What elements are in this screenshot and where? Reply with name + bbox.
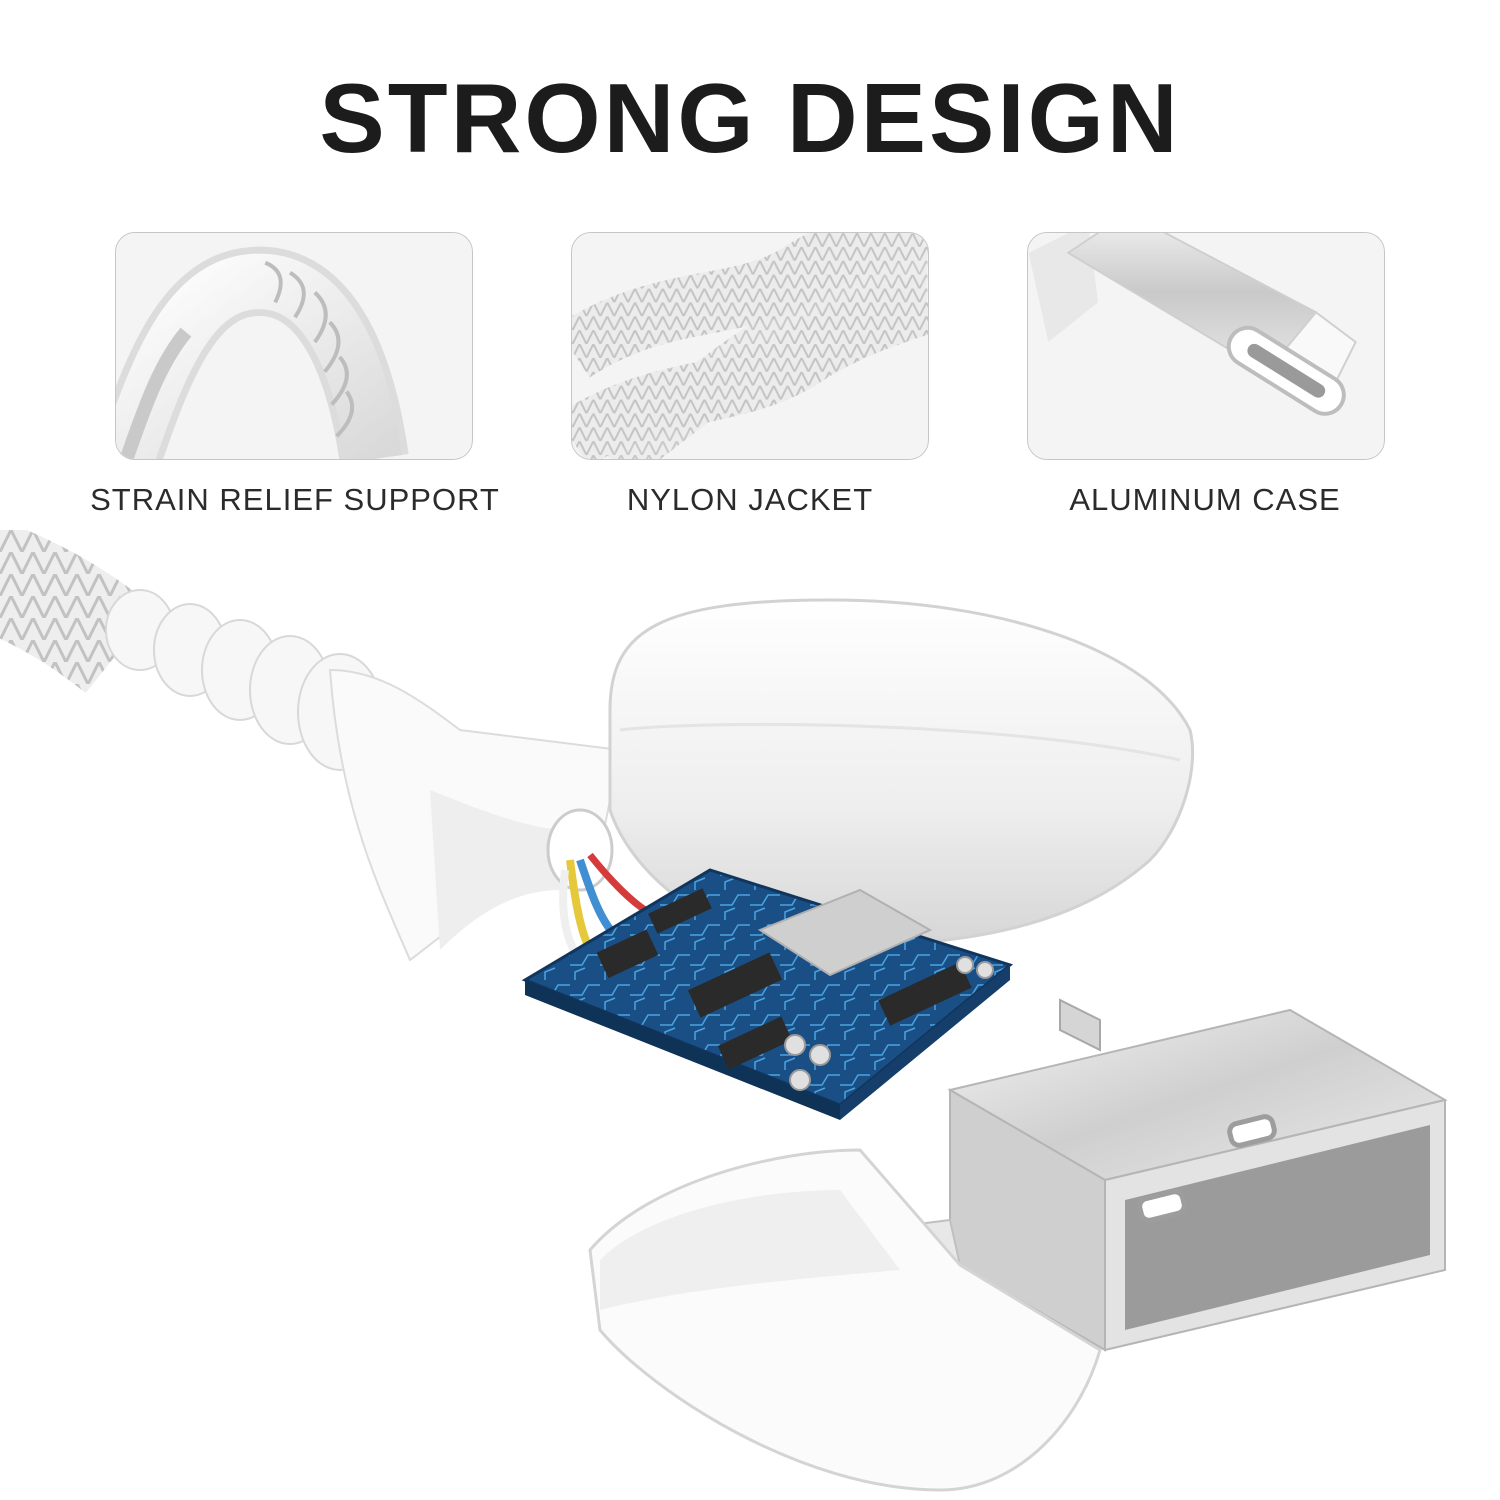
strain-relief-card: [115, 232, 473, 460]
usb-connector-exploded-view-image: [0, 530, 1448, 1492]
aluminum-case-label: ALUMINUM CASE: [1069, 482, 1341, 517]
strain-relief-label: STRAIN RELIEF SUPPORT: [90, 482, 500, 517]
strain-relief-image: [116, 233, 472, 459]
hero-illustration: [0, 530, 1500, 1500]
nylon-jacket-card: [571, 232, 929, 460]
aluminum-case-image: [1028, 233, 1384, 459]
nylon-jacket-label: NYLON JACKET: [626, 482, 874, 517]
page-title: STRONG DESIGN: [319, 63, 1181, 173]
nylon-jacket-image: [572, 233, 928, 459]
aluminum-case-card: [1027, 232, 1385, 460]
